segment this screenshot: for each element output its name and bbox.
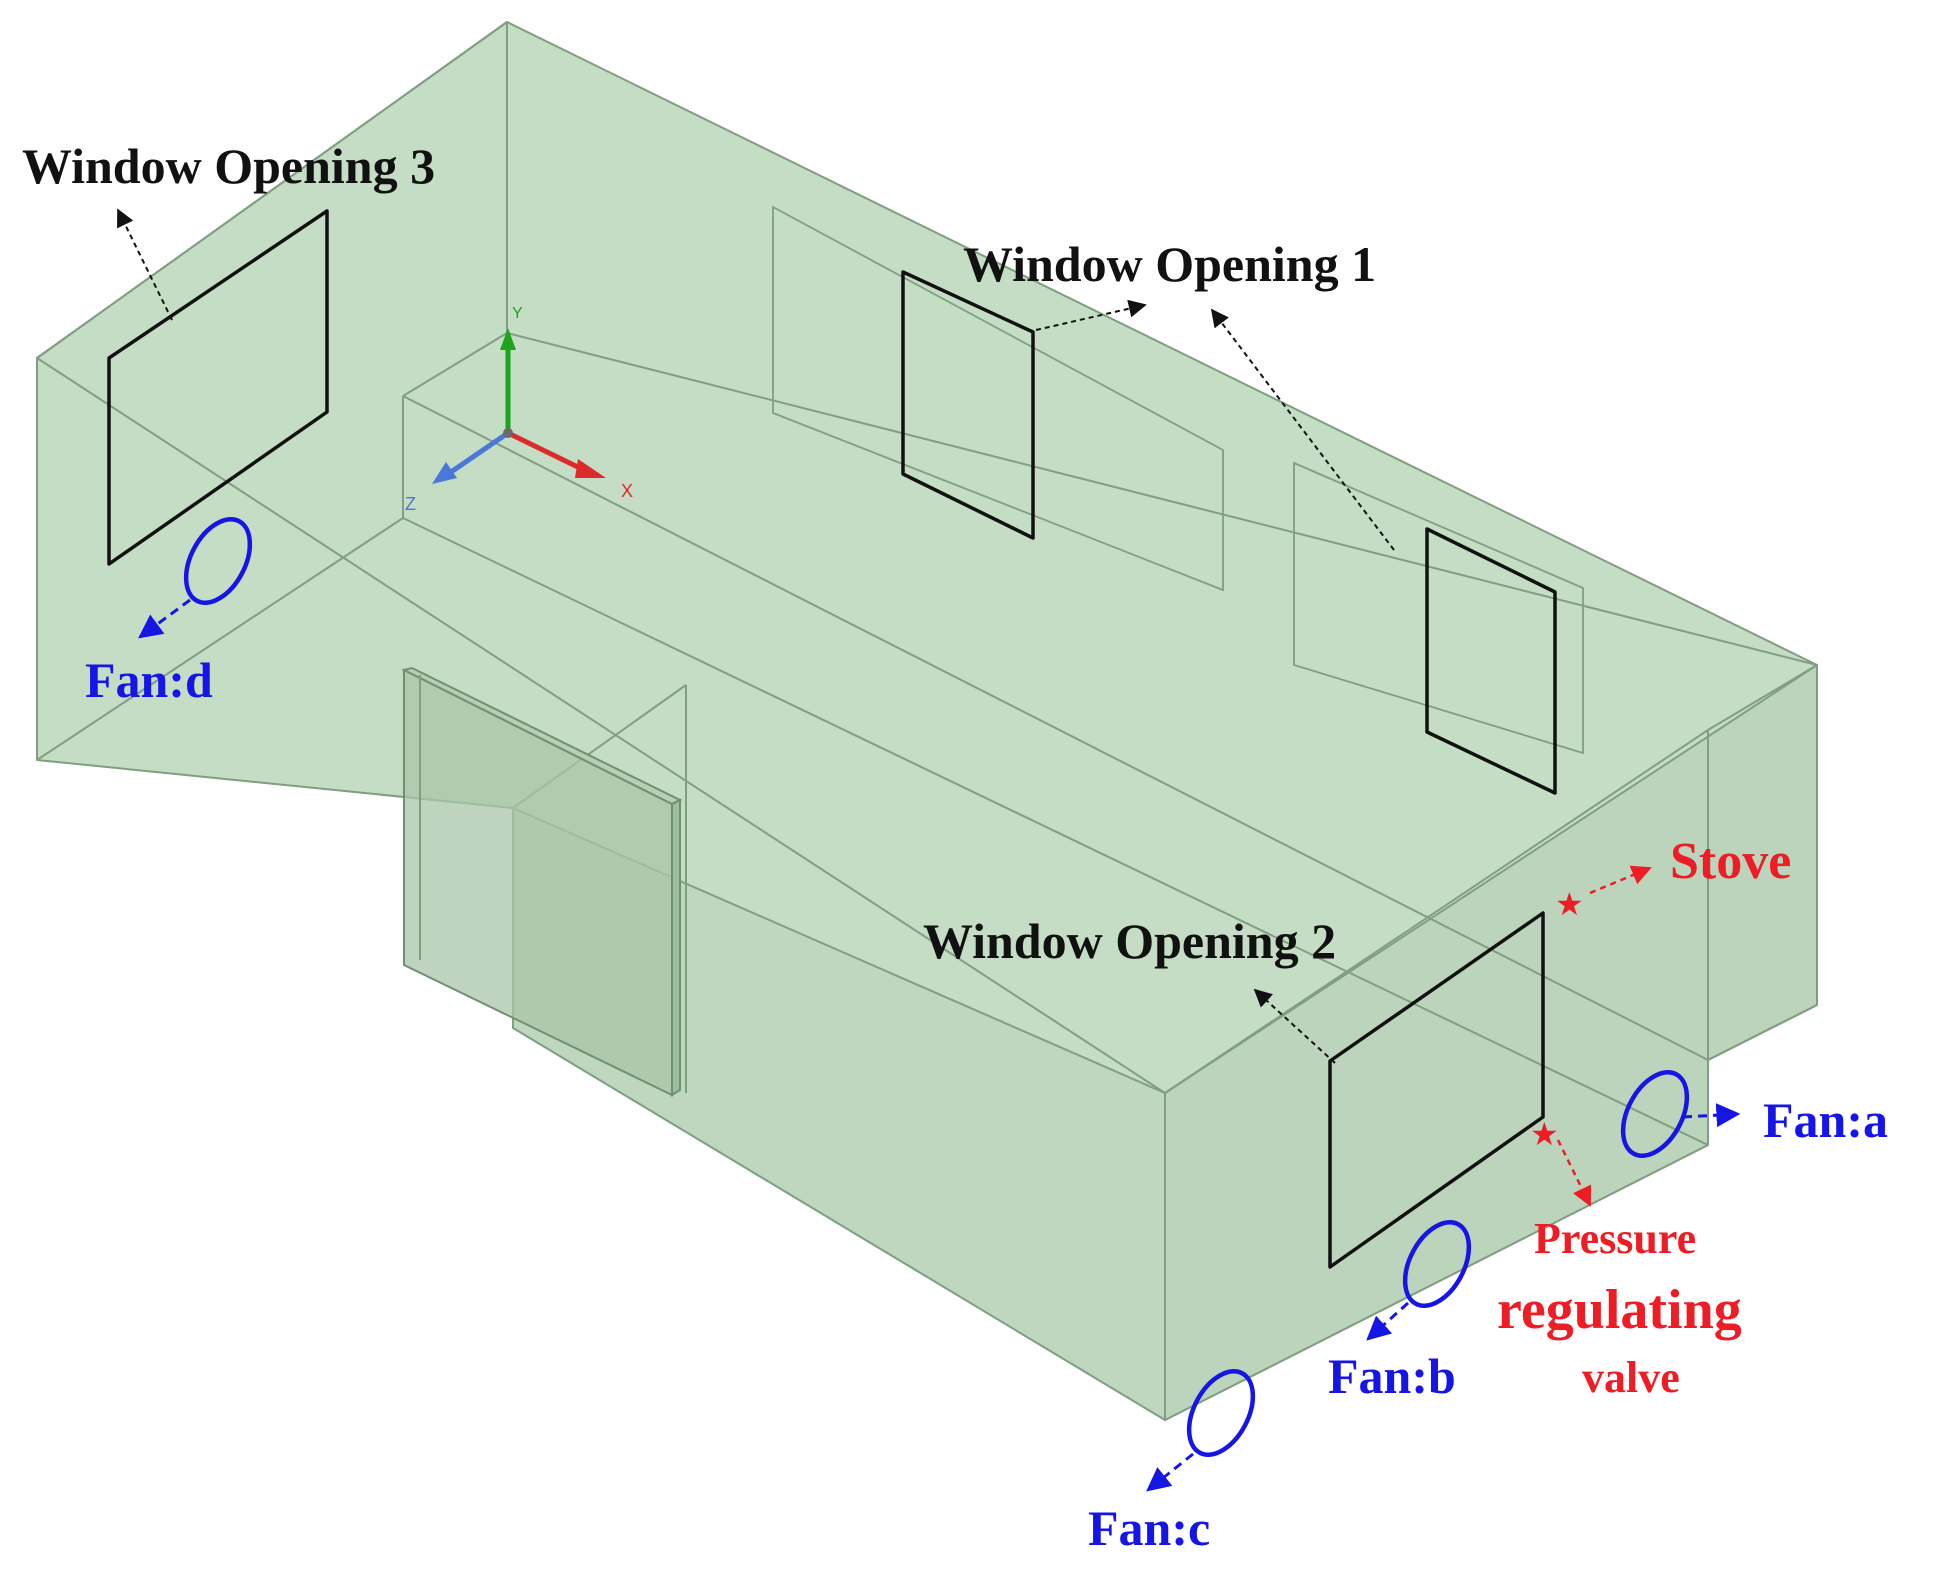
valve-star-icon: ★ — [1530, 1115, 1559, 1153]
window-frame-1a — [901, 270, 1035, 540]
room-body — [36, 21, 1818, 1421]
door-partition — [401, 666, 683, 1097]
label-fan-d: Fan:d — [85, 652, 213, 708]
fan-c-ellipse — [1186, 1369, 1256, 1457]
window-frame-2 — [1328, 911, 1545, 1269]
label-stove: Stove — [1670, 833, 1791, 890]
leader-arrows — [117, 208, 1395, 1064]
fan-arrows — [138, 598, 1741, 1492]
axis-z-label: Z — [405, 494, 416, 514]
fan-a-ellipse — [1620, 1070, 1690, 1158]
label-fan-b: Fan:b — [1328, 1348, 1456, 1404]
label-pressure: Pressure — [1534, 1214, 1696, 1263]
fan-b-ellipse — [1402, 1220, 1472, 1308]
back-wall-panels — [772, 205, 1584, 755]
label-window-opening-3: Window Opening 3 — [22, 138, 435, 194]
room-edges — [36, 21, 1818, 1146]
window-frame-1b — [1425, 527, 1557, 795]
label-regulating: regulating — [1497, 1279, 1742, 1341]
axis-triad: Y X Z — [405, 305, 633, 514]
label-fan-a: Fan:a — [1763, 1092, 1888, 1148]
label-window-opening-1: Window Opening 1 — [963, 236, 1376, 292]
label-valve: valve — [1582, 1353, 1680, 1402]
axis-y-label: Y — [512, 305, 523, 322]
fans — [183, 517, 1690, 1457]
label-fan-c: Fan:c — [1088, 1500, 1210, 1556]
axis-x-label: X — [621, 481, 633, 501]
fan-d-ellipse — [183, 517, 253, 605]
window-frame-3 — [107, 209, 329, 566]
window-frames — [107, 209, 1557, 1269]
labels: Window Opening 3 Window Opening 1 Window… — [22, 138, 1888, 1556]
stove-star-icon: ★ — [1555, 885, 1584, 923]
red-markers: ★ ★ — [1530, 865, 1652, 1207]
label-window-opening-2: Window Opening 2 — [923, 913, 1336, 969]
